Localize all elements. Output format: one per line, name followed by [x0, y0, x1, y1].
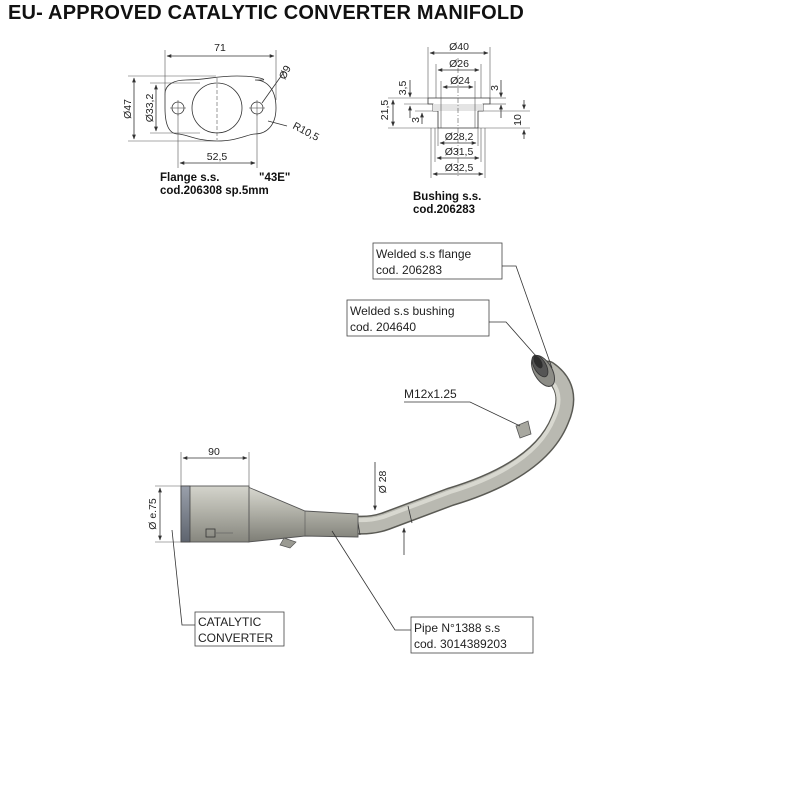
catalytic-converter-inlet — [180, 485, 191, 543]
manifold-assembly: 90 Ø e.75 Ø 28 Welded s.s flange cod. 20… — [147, 242, 575, 654]
eu-approval-mark-icon — [205, 528, 216, 538]
pipe-diameter-label: Ø 28 — [377, 470, 389, 493]
cat-diameter-label: Ø e.75 — [147, 498, 159, 530]
flange-caption-line2: cod.206308 sp.5mm — [160, 185, 269, 197]
flange-outline — [164, 75, 277, 142]
bushing-d315-label: Ø31,5 — [445, 146, 474, 158]
bushing-h215-label: 21,5 — [379, 100, 391, 121]
cone-section — [247, 486, 359, 543]
bushing-h3-left-label: 3 — [410, 117, 422, 123]
bushing-h10-label: 10 — [512, 114, 524, 126]
bushing-h35-label: 3,5 — [397, 81, 409, 96]
bushing-d26-label: Ø26 — [449, 58, 469, 70]
callout-catalytic-converter: CATALYTIC CONVERTER — [171, 529, 285, 647]
callout-pipe-line1: Pipe N°1388 s.s — [414, 621, 500, 635]
bushing-profile — [427, 97, 491, 129]
bushing-caption-line2: cod.206283 — [413, 204, 475, 216]
bushing-drawing: Ø40 Ø26 Ø24 21,5 3,5 3 3 10 — [379, 41, 530, 216]
bushing-d40-label: Ø40 — [449, 41, 469, 53]
flange-bore-label: Ø33,2 — [144, 94, 156, 123]
callout-pipe: Pipe N°1388 s.s cod. 3014389203 — [331, 530, 534, 654]
flange-radius-label: R10,5 — [291, 120, 322, 144]
callout-pipe-line2: cod. 3014389203 — [414, 637, 507, 651]
flange-drawing: 71 52,5 Ø47 Ø33,2 Ø9 R10,5 Flange s.s. "… — [122, 42, 321, 197]
flange-caption-line1a: Flange s.s. — [160, 172, 219, 184]
flange-caption-line1b: "43E" — [259, 172, 290, 184]
bushing-d325-label: Ø32,5 — [445, 162, 474, 174]
pipe-bend — [297, 362, 573, 534]
page-title: EU- APPROVED CATALYTIC CONVERTER MANIFOL… — [8, 2, 524, 24]
callout-flange-line2: cod. 206283 — [376, 263, 442, 277]
exhaust-port-flange — [530, 354, 556, 387]
callout-bushing-line1: Welded s.s bushing — [350, 304, 455, 318]
callout-cat-line2: CONVERTER — [198, 631, 273, 645]
bushing-d282-label: Ø28,2 — [445, 131, 474, 143]
callout-flange-line1: Welded s.s flange — [376, 247, 471, 261]
flange-width-label: 71 — [214, 42, 226, 54]
callout-thread: M12x1.25 — [404, 387, 521, 427]
flange-bolt-hole-label: Ø9 — [277, 63, 294, 81]
callout-cat-line1: CATALYTIC — [198, 615, 262, 629]
callout-thread-label: M12x1.25 — [404, 387, 457, 401]
callout-welded-bushing: Welded s.s bushing cod. 204640 — [346, 299, 537, 357]
bushing-h3-right-label: 3 — [489, 85, 501, 91]
bushing-d24-label: Ø24 — [450, 75, 470, 87]
callout-bushing-line2: cod. 204640 — [350, 320, 416, 334]
cat-length-label: 90 — [208, 446, 220, 458]
flange-hole-spacing-label: 52,5 — [207, 151, 228, 163]
callout-welded-flange: Welded s.s flange cod. 206283 — [372, 242, 553, 369]
bushing-caption-line1: Bushing s.s. — [413, 191, 481, 203]
flange-height-label: Ø47 — [122, 99, 134, 119]
m12-boss — [515, 420, 532, 439]
